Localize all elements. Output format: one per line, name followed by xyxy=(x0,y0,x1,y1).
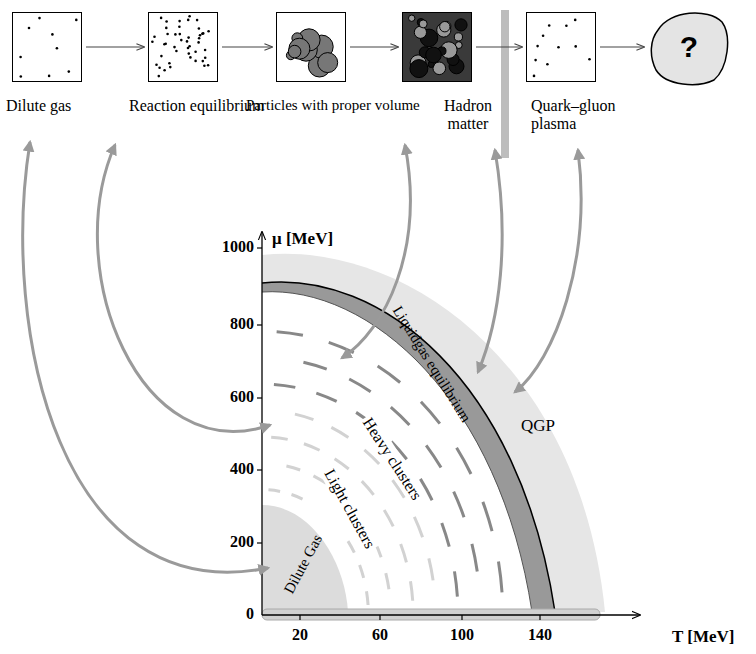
tick-label: 140 xyxy=(528,626,552,644)
tick-label: 60 xyxy=(372,626,388,644)
state-box: Reaction equilibrium xyxy=(148,12,218,82)
tick-label: 1000 xyxy=(222,238,254,256)
mu-axis xyxy=(261,232,262,615)
particle-sketch xyxy=(277,13,344,80)
tick-label: 400 xyxy=(230,460,254,478)
question-mark: ? xyxy=(648,8,730,86)
t-axis xyxy=(262,614,640,615)
dilute-region xyxy=(262,505,348,612)
tick-label: 600 xyxy=(230,388,254,406)
tick-label: 200 xyxy=(230,533,254,551)
qgp-halo xyxy=(262,254,605,612)
particle-sketch xyxy=(13,13,80,80)
phase-region: QGP xyxy=(509,414,567,438)
coexistence-band xyxy=(262,282,555,612)
tick-label: 0 xyxy=(246,605,254,623)
particle-sketch xyxy=(403,13,470,80)
sequence-arrow xyxy=(476,46,522,47)
axis-title: T [MeV] xyxy=(672,628,734,647)
state-label: Reaction equilibrium xyxy=(129,97,265,115)
state-label: Dilute gas xyxy=(6,97,90,115)
axis-title: μ [MeV] xyxy=(272,230,333,249)
state-box: Particles with proper volume xyxy=(276,12,346,82)
particle-sketch xyxy=(527,13,594,80)
sequence-arrow xyxy=(86,46,144,47)
phase-boundary xyxy=(262,282,555,612)
sequence-arrow xyxy=(350,46,398,47)
state-box: Hadron matter xyxy=(402,12,472,82)
region-label: QGP xyxy=(509,414,567,438)
tick-label: 100 xyxy=(450,626,474,644)
state-label: Quark–gluon plasma xyxy=(531,97,647,134)
phase-boundary-inner xyxy=(262,292,532,612)
cluster-arcs xyxy=(268,332,502,605)
tick-label: 20 xyxy=(292,626,308,644)
phase-bar xyxy=(501,10,509,158)
state-label: Particles with proper volume xyxy=(246,97,420,114)
sequence-arrow xyxy=(222,46,272,47)
sequence-arrow xyxy=(600,46,644,47)
tick-label: 800 xyxy=(230,315,254,333)
unknown-blob: ? xyxy=(648,8,730,86)
state-box: Dilute gas xyxy=(12,12,82,82)
particle-sketch xyxy=(149,13,216,80)
state-box: Quark–gluon plasma xyxy=(526,12,596,82)
leader-arrows xyxy=(23,142,581,572)
state-label: Hadron matter xyxy=(436,97,500,134)
